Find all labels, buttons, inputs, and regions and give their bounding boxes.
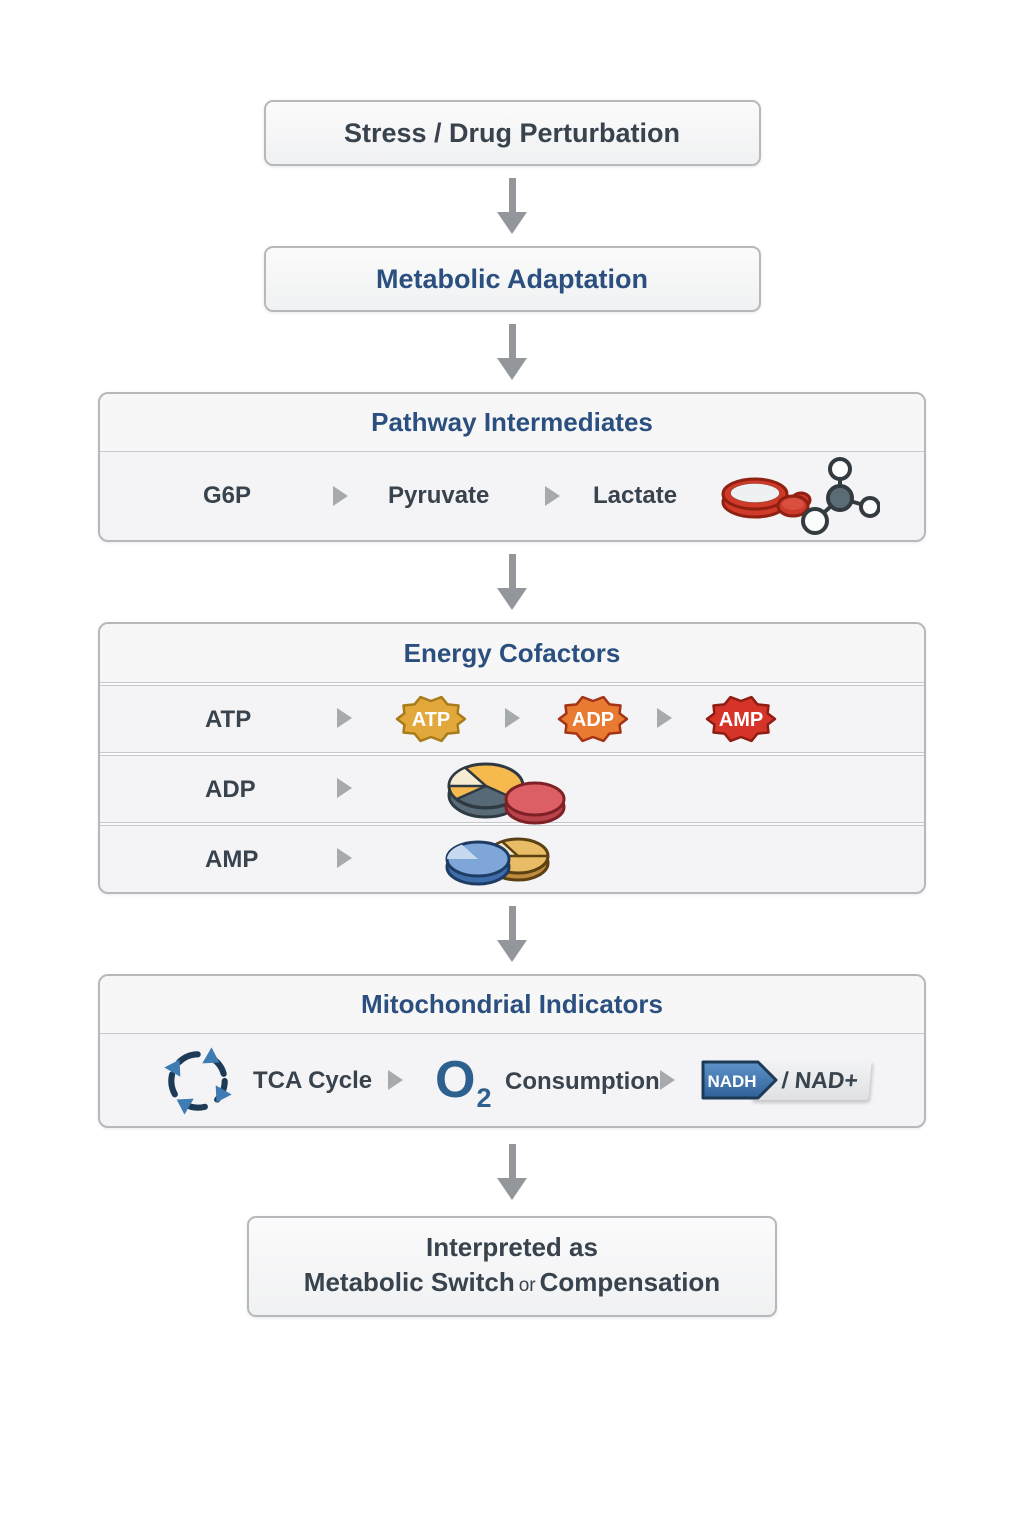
step-lactate: Lactate — [593, 482, 678, 509]
node-metabolic-adaptation: Metabolic Adaptation — [263, 246, 761, 312]
panel-title: Energy Cofactors — [100, 624, 924, 682]
step-g6p: G6P — [203, 482, 252, 509]
red-dish-icon — [721, 477, 789, 519]
amp-badge: AMP — [705, 695, 777, 743]
arrow-down-icon — [497, 324, 527, 380]
pie-disc-and-red-pill-icons — [447, 762, 566, 825]
conclusion-strong1: Metabolic Switch — [303, 1267, 515, 1297]
badge-text: ATP — [412, 709, 451, 731]
badge-shape — [707, 697, 775, 741]
arrow-down-icon — [497, 906, 527, 962]
row-label: ATP — [205, 706, 252, 733]
arrow-down-icon — [497, 554, 527, 610]
chevron-right-icon — [505, 708, 520, 728]
energy-row-adp: ADP — [100, 756, 924, 825]
chevron-right-icon — [657, 708, 672, 728]
red-pill-icon — [776, 491, 812, 518]
energy-row-atp: ATP ATP ADP AMP — [100, 686, 924, 752]
node-label: Metabolic Adaptation — [375, 263, 648, 294]
tca-cycle-icon — [164, 1047, 232, 1115]
chevron-right-icon — [333, 486, 348, 506]
conclusion-strong2: Compensation — [539, 1267, 721, 1297]
chevron-right-icon — [660, 1070, 675, 1090]
panel-mitochondrial-indicators: Mitochondrial Indicators TCA Cycle O2 Co… — [98, 974, 926, 1128]
energy-row-amp: AMP — [100, 826, 924, 892]
red-pill-icon — [504, 781, 566, 825]
step-pyruvate: Pyruvate — [388, 482, 490, 509]
red-dish-and-molecule-icons — [721, 457, 880, 535]
conclusion-connector: or — [518, 1275, 536, 1296]
row-label: ADP — [205, 776, 256, 803]
o2-symbol: O2 — [435, 1051, 492, 1113]
chevron-right-icon — [545, 486, 560, 506]
panel-energy-cofactors: Energy Cofactors ATP ATP ADP AMP — [98, 622, 926, 894]
atp-badge: ATP — [395, 695, 467, 743]
row-separator — [100, 752, 924, 756]
panel-title: Mitochondrial Indicators — [100, 976, 924, 1034]
nadh-badge: NADH — [701, 1060, 778, 1100]
blue-pill-icon — [445, 840, 511, 886]
badge-shape — [397, 697, 465, 741]
tca-cycle-label: TCA Cycle — [253, 1067, 373, 1094]
chevron-right-icon — [337, 778, 352, 798]
badge-text: AMP — [719, 709, 763, 731]
chevron-right-icon — [337, 848, 352, 868]
arrow-down-icon — [497, 1144, 527, 1200]
pathway-row: G6P Pyruvate Lactate — [100, 452, 924, 540]
row-separator — [100, 822, 924, 826]
arrow-down-icon — [497, 178, 527, 234]
panel-pathway-intermediates: Pathway Intermediates G6P Pyruvate Lacta… — [98, 392, 926, 542]
o2-consumption-label: Consumption — [505, 1068, 660, 1095]
chevron-right-icon — [337, 708, 352, 728]
badge-shape — [559, 697, 627, 741]
panel-title: Pathway Intermediates — [100, 394, 924, 452]
adp-badge: ADP — [557, 695, 629, 743]
node-stress-drug-perturbation: Stress / Drug Perturbation — [263, 100, 761, 166]
chevron-right-icon — [388, 1070, 403, 1090]
molecule-icon — [801, 457, 880, 535]
badge-text: NADH — [707, 1072, 756, 1091]
blue-pill-and-tan-pie-icons — [445, 837, 550, 886]
node-label: Stress / Drug Perturbation — [343, 117, 681, 148]
row-separator — [100, 682, 924, 686]
row-label: AMP — [205, 846, 259, 873]
conclusion-line1: Interpreted as — [426, 1232, 598, 1262]
badge-text: ADP — [572, 709, 614, 731]
nadh-nad-ratio: / NAD+ NADH — [700, 1057, 900, 1103]
mito-row: TCA Cycle O2 Consumption / NAD+ NADH — [100, 1034, 924, 1126]
